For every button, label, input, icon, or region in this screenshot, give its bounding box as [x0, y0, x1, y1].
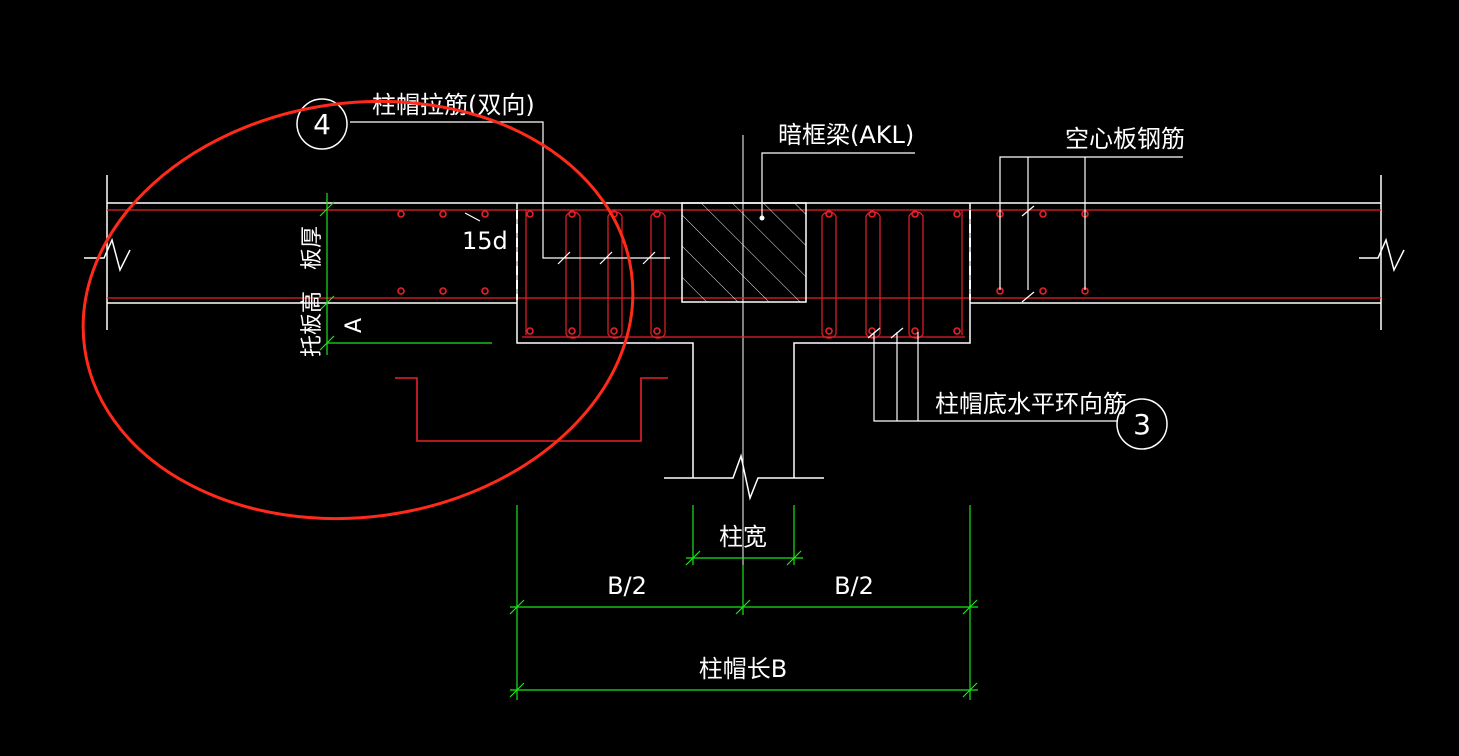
- cap-stirrups-right: [821, 210, 963, 339]
- label-tie-bar: 柱帽拉筋(双向): [372, 91, 535, 119]
- label-cap-bottom-ring: 柱帽底水平环向筋: [935, 390, 1127, 418]
- label-cap-height: 托板高: [300, 291, 325, 357]
- label-half-b-left: B/2: [607, 572, 647, 600]
- label-hidden-beam: 暗框梁(AKL): [778, 121, 914, 149]
- dimensions: [319, 193, 978, 700]
- label-cap-length: 柱帽长B: [699, 655, 787, 683]
- highlight-ellipse: [81, 99, 635, 521]
- detail-4-number: 4: [313, 108, 331, 141]
- leader-lines: [350, 121, 1183, 422]
- detail-cut-marker: [395, 377, 668, 442]
- label-dim-a: A: [342, 318, 367, 333]
- detail-3-number: 3: [1133, 408, 1151, 441]
- hidden-beam-section: [681, 202, 807, 303]
- cap-stirrups-left: [525, 210, 666, 339]
- cap-dashed-edges: [516, 210, 971, 300]
- label-half-b-right: B/2: [834, 572, 874, 600]
- label-15d: 15d: [462, 227, 508, 255]
- detail-callout-3: 3: [1116, 398, 1168, 450]
- detail-callout-4: 4: [296, 98, 348, 150]
- label-hollow-slab-rebar: 空心板钢筋: [1065, 125, 1185, 153]
- label-slab-thickness: 板厚: [300, 226, 325, 270]
- label-column-width: 柱宽: [719, 523, 767, 551]
